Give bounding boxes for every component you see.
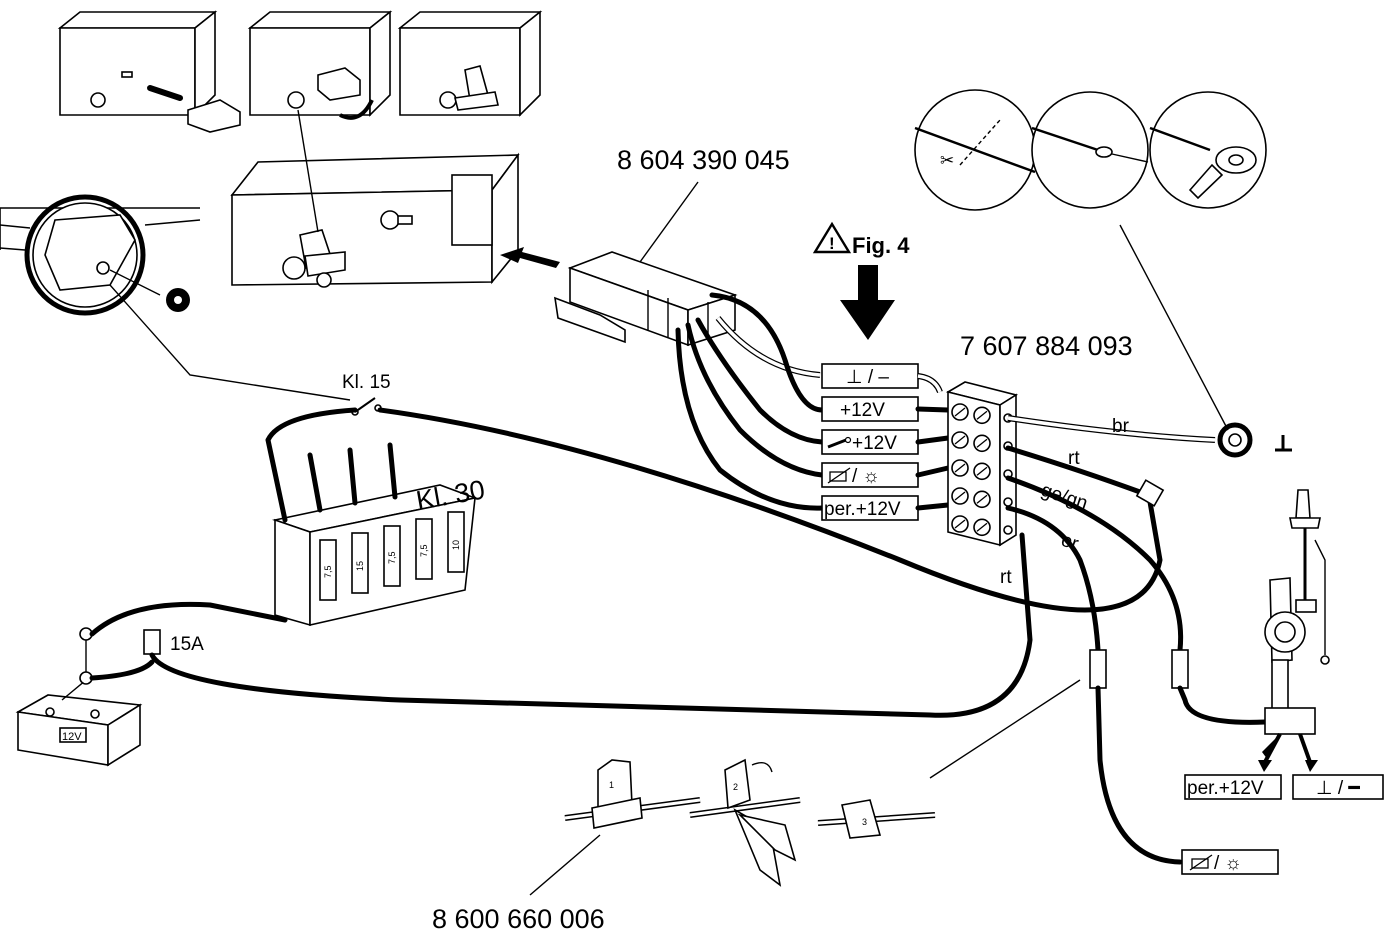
steering-wheel — [0, 194, 201, 316]
terminal-hole — [1003, 525, 1013, 535]
power-antenna — [1264, 489, 1330, 735]
iso-connector — [554, 251, 738, 347]
step-1: 1 — [609, 780, 614, 790]
connector-part-number: 8 604 390 045 — [617, 145, 790, 175]
wire-color-rt-2: rt — [1000, 567, 1012, 588]
terminal-hole — [1003, 497, 1013, 507]
bracket-step-1 — [57, 10, 241, 133]
terminal-ground-label: ⊥ / – — [846, 367, 889, 388]
leader-crimp-part — [529, 834, 601, 896]
crimp-steps — [564, 758, 936, 887]
fuse-value: 7,5 — [387, 551, 397, 564]
battery — [15, 694, 143, 767]
terminal-illumination-label: / ☼ — [852, 466, 880, 487]
fuse-rating: 15A — [170, 634, 204, 655]
fuse-value: 7,5 — [419, 544, 429, 557]
bracket-step-2 — [247, 10, 393, 120]
illumination-output-box — [1181, 849, 1279, 875]
scissors-icon: ✂ — [940, 151, 954, 170]
leader-bracket — [297, 109, 319, 233]
terminal-12v-box — [821, 396, 919, 422]
step-2: 2 — [733, 782, 738, 792]
ground-symbol-icon — [1275, 435, 1292, 452]
kl30-label: Kl. 30 — [414, 474, 487, 516]
terminal-illumination-box — [821, 462, 919, 488]
leader-ignition — [109, 284, 351, 401]
antenna-ground-box — [1292, 774, 1384, 800]
illumination-output-label: / ☼ — [1214, 853, 1242, 874]
step-3: 3 — [862, 817, 867, 827]
terminal-ignition-label: +12V — [852, 433, 897, 454]
down-arrow-icon — [840, 265, 895, 340]
antenna-arrow-3 — [1258, 760, 1272, 772]
leader-crimp — [929, 679, 1081, 779]
fuse — [415, 518, 433, 580]
fuse-value: 15 — [355, 561, 365, 571]
radio-unit — [230, 152, 520, 288]
terminal-block — [945, 381, 1019, 547]
leader-connector — [639, 181, 699, 263]
fuse-value: 7,5 — [323, 565, 333, 578]
fuse — [351, 532, 369, 594]
fuse — [447, 511, 465, 573]
fuse — [383, 525, 401, 587]
warning-icon: ! — [812, 221, 852, 254]
fuse-box: 7,5 15 7,5 7,5 10 — [272, 484, 478, 627]
antenna-permanent-box — [1184, 774, 1282, 800]
fuse-value: 10 — [451, 540, 461, 550]
terminal-12v-label: +12V — [840, 400, 885, 421]
wire-color-rt-1: rt — [1068, 448, 1080, 469]
insert-arrow-icon — [500, 247, 560, 268]
cable-prep-steps: ✂ — [914, 89, 1267, 211]
crimp-connector-or — [1089, 649, 1107, 689]
dimmer-icon — [827, 467, 851, 484]
terminal-permanent-label: per.+12V — [824, 499, 901, 520]
antenna-arrow-2 — [1305, 760, 1318, 772]
dimmer-icon-2 — [1189, 854, 1213, 871]
wire-color-or: or — [1058, 530, 1081, 555]
wire-color-br: br — [1112, 416, 1130, 437]
leader-cable-prep — [1119, 224, 1229, 431]
kl15-label: Kl. 15 — [342, 372, 391, 393]
fig-reference: Fig. 4 — [852, 233, 910, 258]
crimp-part-number: 8 600 660 006 — [432, 904, 605, 934]
fuse — [319, 539, 337, 601]
ignition-switch-icon — [827, 436, 852, 449]
terminal-block-part-number: 7 607 884 093 — [960, 331, 1133, 361]
battery-voltage: 12V — [62, 731, 82, 743]
antenna-permanent-label: per.+12V — [1187, 778, 1264, 799]
svg-text:!: ! — [829, 234, 835, 253]
wire-color-gegn: ge/gn — [1038, 480, 1090, 515]
bracket-step-3 — [397, 10, 543, 117]
antenna-ground-label: ⊥ / ━ — [1316, 778, 1360, 799]
crimp-connector-gegn — [1171, 649, 1189, 689]
